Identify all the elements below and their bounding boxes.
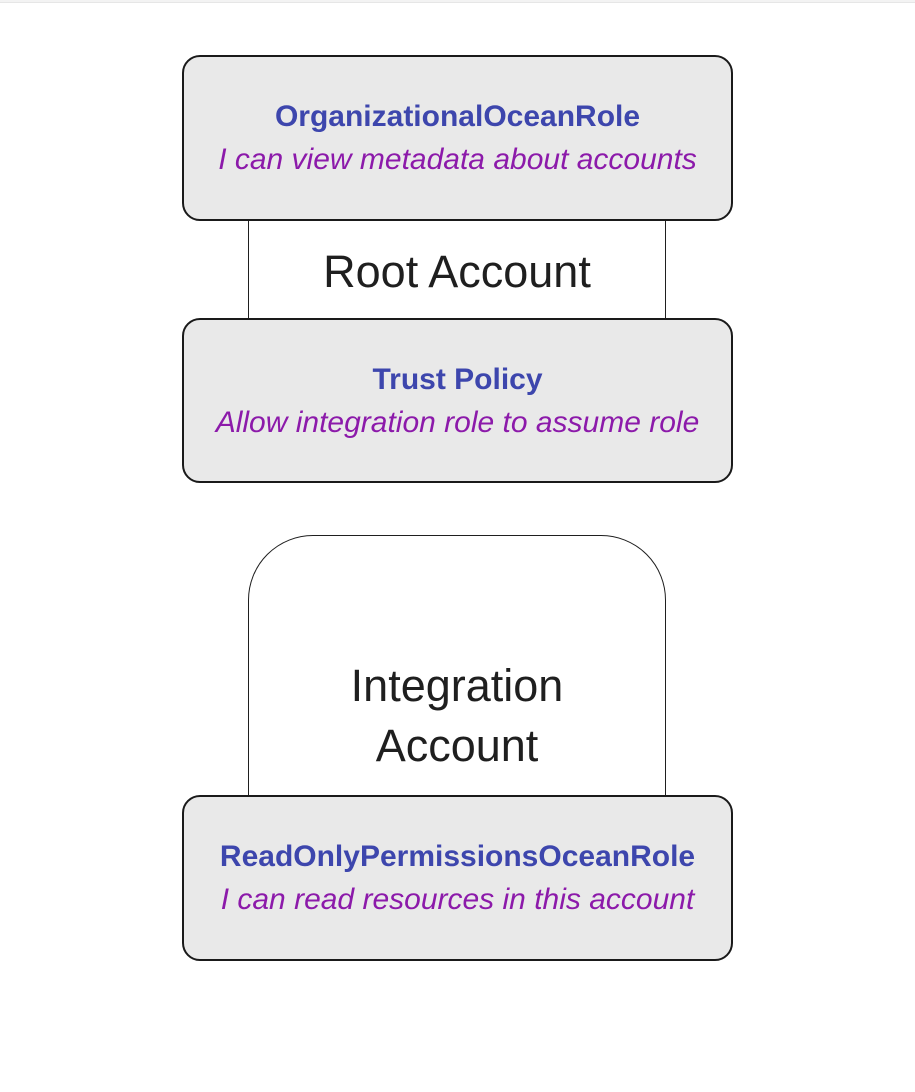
readonly-permissions-ocean-role-node: ReadOnlyPermissionsOceanRole I can read … (182, 795, 733, 961)
node-title: OrganizationalOceanRole (274, 100, 641, 133)
integration-account-label: Integration Account (248, 656, 666, 776)
node-description: I can read resources in this account (220, 883, 695, 916)
organizational-ocean-role-node: OrganizationalOceanRole I can view metad… (182, 55, 733, 221)
integration-account-label-line1: Integration (350, 660, 564, 711)
node-description: I can view metadata about accounts (218, 143, 697, 176)
integration-account-label-line2: Account (375, 720, 539, 771)
top-edge-divider (0, 0, 915, 3)
root-account-label: Root Account (323, 246, 591, 297)
node-description: Allow integration role to assume role (215, 405, 700, 439)
node-title: ReadOnlyPermissionsOceanRole (219, 840, 696, 873)
trust-policy-node: Trust Policy Allow integration role to a… (182, 318, 733, 483)
node-title: Trust Policy (372, 362, 543, 396)
